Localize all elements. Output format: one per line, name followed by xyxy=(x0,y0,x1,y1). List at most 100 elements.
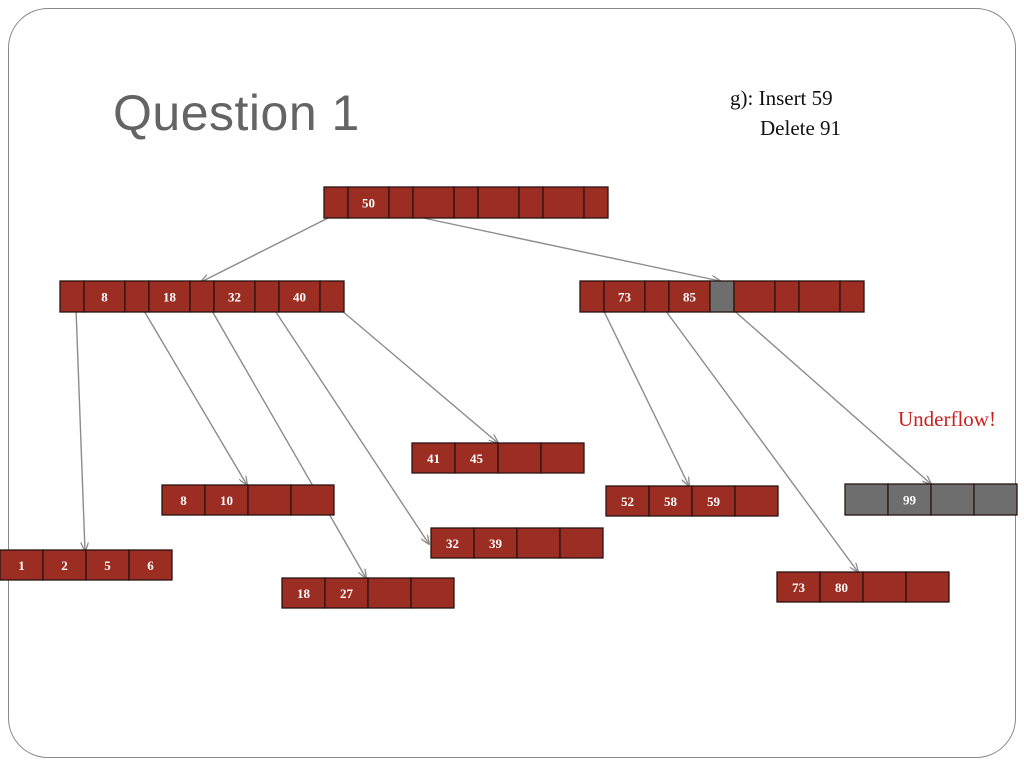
node-cell xyxy=(839,280,865,313)
node-cell xyxy=(189,280,215,313)
node-key: 5 xyxy=(104,558,111,573)
edge-root-to-left_internal xyxy=(201,213,337,282)
node-cell xyxy=(540,442,585,474)
node-leaf-52-58-59: 52 58 59 xyxy=(605,485,779,517)
node-key: 10 xyxy=(220,493,233,508)
node-root: 50 xyxy=(323,186,609,219)
node-cell xyxy=(85,549,130,581)
slide-frame xyxy=(8,8,1016,758)
node-leaf-8-10: 8 10 xyxy=(161,484,335,516)
node-cell xyxy=(247,484,292,516)
node-key: 45 xyxy=(470,451,484,466)
node-key: 40 xyxy=(293,290,306,305)
edge-root-to-right_internal xyxy=(394,211,720,281)
node-key: 8 xyxy=(180,493,187,508)
edge-right_internal-to-leaf_73_80 xyxy=(656,298,858,572)
node-cell xyxy=(148,280,191,313)
node-cell xyxy=(733,280,776,313)
node-cell xyxy=(83,280,126,313)
node-leaf-99: 99 xyxy=(844,483,1018,516)
node-key: 85 xyxy=(683,290,697,305)
node-cell xyxy=(0,549,44,581)
node-cell xyxy=(905,571,950,603)
note-delete: Delete 91 xyxy=(760,116,842,140)
node-cell xyxy=(278,280,321,313)
node-key: 39 xyxy=(489,536,503,551)
node-cell xyxy=(862,571,907,603)
node-key: 32 xyxy=(228,290,241,305)
node-cell xyxy=(347,186,390,219)
node-key: 99 xyxy=(903,493,917,508)
node-leaf-32-39: 32 39 xyxy=(430,527,604,559)
node-key: 6 xyxy=(147,558,154,573)
node-cell xyxy=(798,280,841,313)
node-cell xyxy=(254,280,280,313)
node-cell xyxy=(410,577,455,609)
node-cell xyxy=(411,442,456,474)
node-key: 18 xyxy=(297,586,311,601)
node-key: 32 xyxy=(446,536,459,551)
node-cell xyxy=(709,280,735,313)
node-cell xyxy=(477,186,520,219)
node-cell xyxy=(430,527,475,559)
node-cell xyxy=(388,186,414,219)
node-key: 8 xyxy=(101,290,108,305)
edge-left_internal-to-leaf_18_27 xyxy=(203,296,366,578)
node-key: 2 xyxy=(61,558,68,573)
node-right-internal: 73 85 xyxy=(579,280,865,313)
node-key: 18 xyxy=(163,290,177,305)
node-left-internal: 8 18 32 40 xyxy=(59,280,345,313)
node-key: 59 xyxy=(707,494,721,509)
node-cell xyxy=(973,483,1018,516)
node-cell xyxy=(542,186,585,219)
node-cell xyxy=(497,442,542,474)
node-cell xyxy=(367,577,412,609)
node-cell xyxy=(323,186,349,219)
node-cell xyxy=(583,186,609,219)
node-cell xyxy=(734,485,779,517)
node-cell xyxy=(819,571,864,603)
node-leaf-1-2-5-6: 1 2 5 6 xyxy=(0,549,173,581)
node-key: 58 xyxy=(664,494,678,509)
node-cell xyxy=(412,186,455,219)
node-cell xyxy=(648,485,693,517)
node-cell xyxy=(644,280,670,313)
edge-left_internal-to-leaf_8_10 xyxy=(136,298,247,485)
node-key: 73 xyxy=(792,580,806,595)
node-cell xyxy=(559,527,604,559)
node-cell xyxy=(324,577,369,609)
edge-left_internal-to-leaf_1_2_5_6 xyxy=(75,308,85,551)
underflow-label: Underflow! xyxy=(898,407,996,431)
edge-left_internal-to-leaf_41_45 xyxy=(327,298,498,443)
node-key: 52 xyxy=(621,494,634,509)
note-insert: g): Insert 59 xyxy=(730,86,833,110)
node-cell xyxy=(453,186,479,219)
edge-right_internal-to-leaf_99 xyxy=(721,299,931,484)
node-cell xyxy=(579,280,605,313)
node-cell xyxy=(887,483,932,516)
edges-layer xyxy=(75,211,931,578)
node-leaf-73-80: 73 80 xyxy=(776,571,950,603)
node-key: 1 xyxy=(18,558,25,573)
node-cell xyxy=(42,549,87,581)
node-key: 80 xyxy=(835,580,848,595)
node-key: 73 xyxy=(618,290,632,305)
edge-left_internal-to-leaf_32_39 xyxy=(265,296,429,544)
node-cell xyxy=(844,483,889,516)
node-cell xyxy=(124,280,150,313)
node-cell xyxy=(213,280,256,313)
node-cell xyxy=(930,483,975,516)
node-cell xyxy=(774,280,800,313)
edge-right_internal-to-leaf_52_58_59 xyxy=(597,298,689,486)
slide-title: Question 1 xyxy=(113,85,360,141)
node-cell xyxy=(290,484,335,516)
node-cell xyxy=(319,280,345,313)
node-cell xyxy=(691,485,736,517)
node-cell xyxy=(128,549,173,581)
node-cell xyxy=(454,442,499,474)
node-cell xyxy=(603,280,646,313)
node-key: 27 xyxy=(340,586,354,601)
